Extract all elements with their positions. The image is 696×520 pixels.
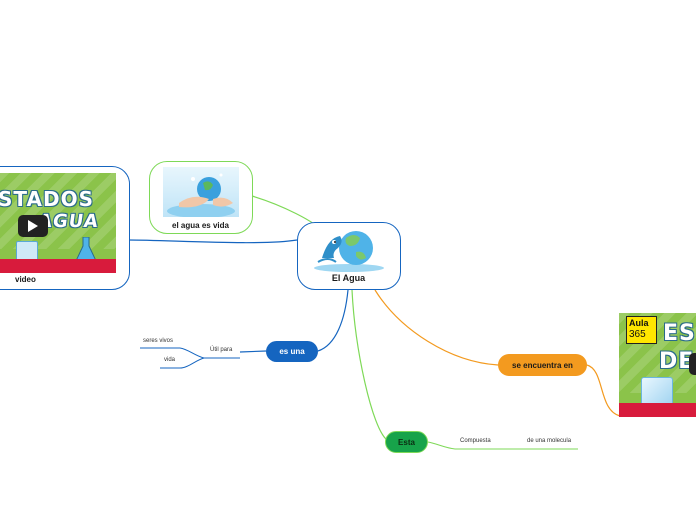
play-icon[interactable] [689,353,696,375]
video-thumbnail[interactable]: STADOS AGUA [0,173,116,273]
molecula-label[interactable]: de una molecula [527,438,572,444]
central-node[interactable]: El Agua [297,222,401,290]
link-central-to-se-encuentra [374,289,499,366]
compuesta-label[interactable]: Compuesta [460,438,491,444]
water-life-label: el agua es vida [172,221,229,230]
link-util-to-vida [179,357,205,369]
central-label: El Agua [331,273,366,283]
link-central-to-esta [351,289,388,441]
hands-water-globe-icon [163,167,239,217]
earth-water-icon [312,228,386,272]
video-card[interactable]: STADOS AGUA video [0,166,130,290]
video-thumb-title-1: STADOS [0,187,94,211]
aula-card[interactable]: Aula 365 ES DE [619,313,696,417]
se-encuentra-node[interactable]: se encuentra en [498,354,587,376]
link-es-una-to-util [239,350,267,353]
esta-node[interactable]: Esta [385,431,428,453]
video-label: video [15,275,36,284]
aula-logo: Aula 365 [626,316,657,344]
aula-thumb-title-1: ES [663,321,696,346]
aula-thumb-title-2: DE [659,349,695,374]
util-para-label[interactable]: Útil para [210,347,233,353]
aula-logo-text-2: 365 [629,329,646,340]
es-una-node[interactable]: es una [266,341,318,362]
link-central-to-es-una [317,289,349,352]
aula-logo-text-1: Aula [629,318,649,328]
link-central-to-video [128,239,298,244]
vida-label[interactable]: vida [164,357,176,363]
link-util-to-seres [179,347,205,359]
seres-vivos-label[interactable]: seres vivos [143,338,174,344]
play-icon[interactable] [18,215,48,237]
link-se-encuentra-to-aula [586,364,696,417]
link-esta-to-compuesta [427,441,456,450]
water-life-card[interactable]: el agua es vida [149,161,253,234]
